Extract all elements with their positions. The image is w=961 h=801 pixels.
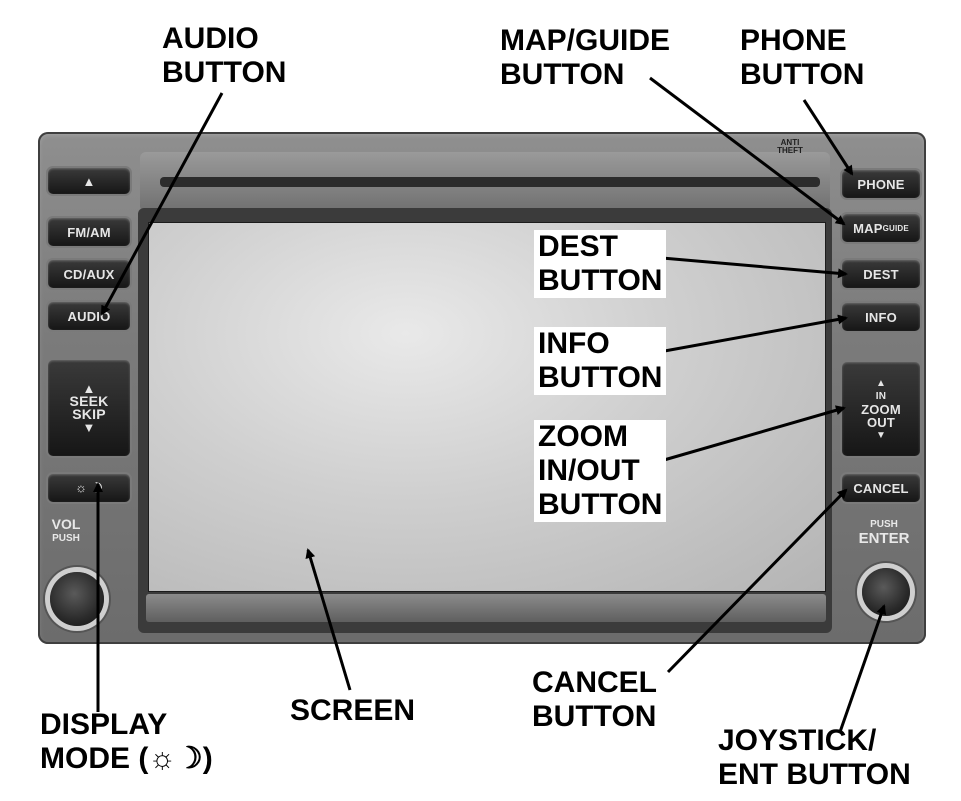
info-arrow xyxy=(648,318,846,354)
cancel-callout-line1: CANCEL xyxy=(532,666,657,700)
screen-arrow xyxy=(308,550,350,690)
zoom-callout-line3: BUTTON xyxy=(538,488,662,522)
dest-callout-line1: DEST xyxy=(538,230,662,264)
joystick-callout-line1: JOYSTICK/ xyxy=(718,724,911,758)
display-mode-callout-line2: MODE (☼☽) xyxy=(40,742,213,776)
phone-arrow xyxy=(804,100,852,174)
cancel-callout-line2: BUTTON xyxy=(532,700,657,734)
audio-callout-line2: BUTTON xyxy=(162,56,286,90)
map-guide-callout-line2: BUTTON xyxy=(500,58,670,92)
cancel-callout: CANCEL BUTTON xyxy=(532,666,657,734)
display-mode-callout-line1: DISPLAY xyxy=(40,708,213,742)
zoom-callout: ZOOM IN/OUT BUTTON xyxy=(534,420,666,522)
phone-callout-line1: PHONE xyxy=(740,24,864,58)
info-callout-line2: BUTTON xyxy=(538,361,662,395)
map-guide-callout-line1: MAP/GUIDE xyxy=(500,24,670,58)
audio-callout-line1: AUDIO xyxy=(162,22,286,56)
phone-callout-line2: BUTTON xyxy=(740,58,864,92)
info-callout: INFO BUTTON xyxy=(534,327,666,395)
audio-arrow xyxy=(102,93,222,314)
info-callout-line1: INFO xyxy=(538,327,662,361)
joystick-callout-line2: ENT BUTTON xyxy=(718,758,911,792)
dest-callout: DEST BUTTON xyxy=(534,230,666,298)
joystick-callout: JOYSTICK/ ENT BUTTON xyxy=(718,724,911,792)
dest-callout-line2: BUTTON xyxy=(538,264,662,298)
audio-callout: AUDIO BUTTON xyxy=(162,22,286,90)
screen-callout: SCREEN xyxy=(290,694,415,728)
map-guide-arrow xyxy=(650,78,844,224)
zoom-arrow xyxy=(664,408,844,460)
zoom-callout-line2: IN/OUT xyxy=(538,454,662,488)
dest-arrow xyxy=(662,258,846,274)
zoom-callout-line1: ZOOM xyxy=(538,420,662,454)
map-guide-callout: MAP/GUIDE BUTTON xyxy=(500,24,670,92)
cancel-arrow xyxy=(668,490,846,672)
joystick-arrow xyxy=(840,606,884,732)
display-mode-callout: DISPLAY MODE (☼☽) xyxy=(40,708,213,776)
phone-callout: PHONE BUTTON xyxy=(740,24,864,92)
